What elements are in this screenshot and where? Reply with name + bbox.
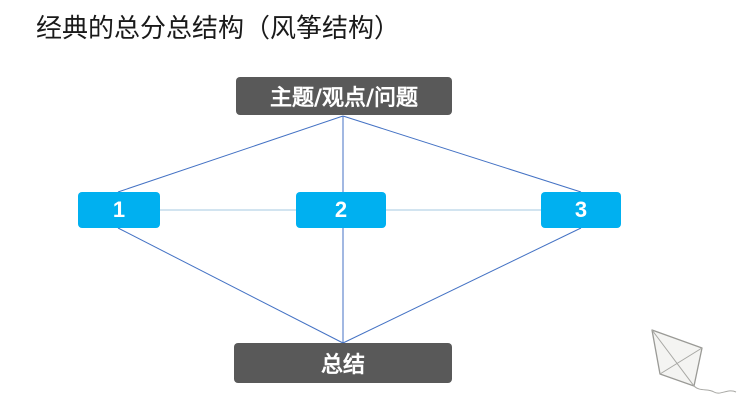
top-node-topic: 主题/观点/问题 xyxy=(236,77,452,115)
point-node-1: 1 xyxy=(78,192,160,228)
page-title: 经典的总分总结构（风筝结构） xyxy=(36,14,401,44)
point-node-3: 3 xyxy=(541,192,621,228)
point-node-2: 2 xyxy=(296,192,386,228)
link-top-to-point-1 xyxy=(117,115,344,193)
link-point-1-to-bottom xyxy=(117,227,344,344)
link-top-to-point-3 xyxy=(342,115,582,193)
kite-icon xyxy=(651,329,737,394)
link-point-3-to-bottom xyxy=(342,227,582,344)
bottom-node-summary: 总结 xyxy=(234,343,452,383)
